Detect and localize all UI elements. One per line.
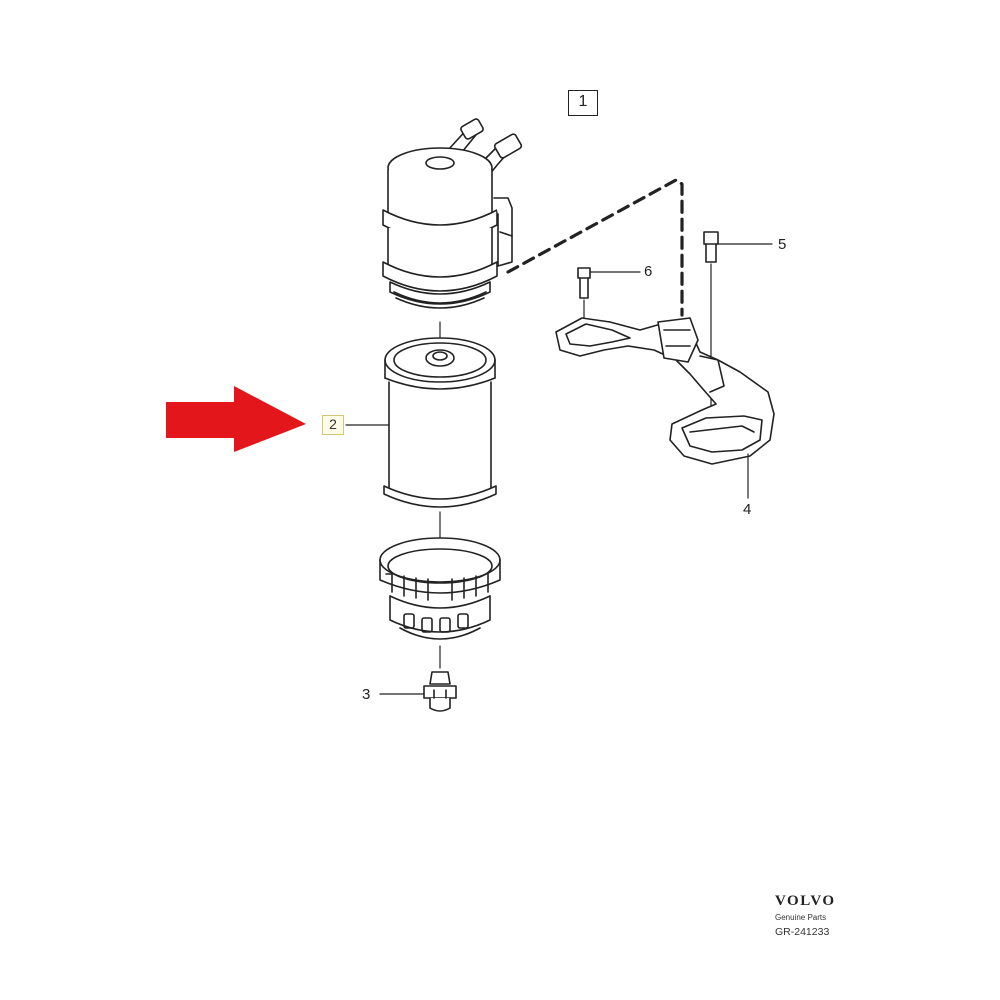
bolt-small [577, 267, 591, 323]
callout-bolt-small-label: 6 [644, 263, 653, 280]
drain-plug [423, 671, 457, 712]
brand-subtitle: Genuine Parts [775, 913, 827, 922]
brand-block: VOLVO Genuine Parts GR-241233 [775, 893, 865, 938]
diagram-code: GR-241233 [775, 926, 830, 938]
highlight-arrow [166, 386, 306, 452]
filter-bowl [379, 537, 501, 669]
filter-element [383, 321, 497, 546]
callout-filter-label: 2 [322, 415, 344, 435]
callout-bolt-large-label: 5 [778, 236, 787, 253]
leader-lines [345, 243, 773, 695]
callout-drain-plug-label: 3 [362, 686, 371, 703]
callout-bracket-label: 4 [743, 501, 752, 518]
brand-logo: VOLVO [775, 893, 836, 909]
filter-housing [382, 118, 523, 309]
mounting-bracket [555, 317, 775, 499]
callout-assembly-label: 1 [568, 90, 598, 116]
dashed-connection-line [506, 178, 684, 317]
